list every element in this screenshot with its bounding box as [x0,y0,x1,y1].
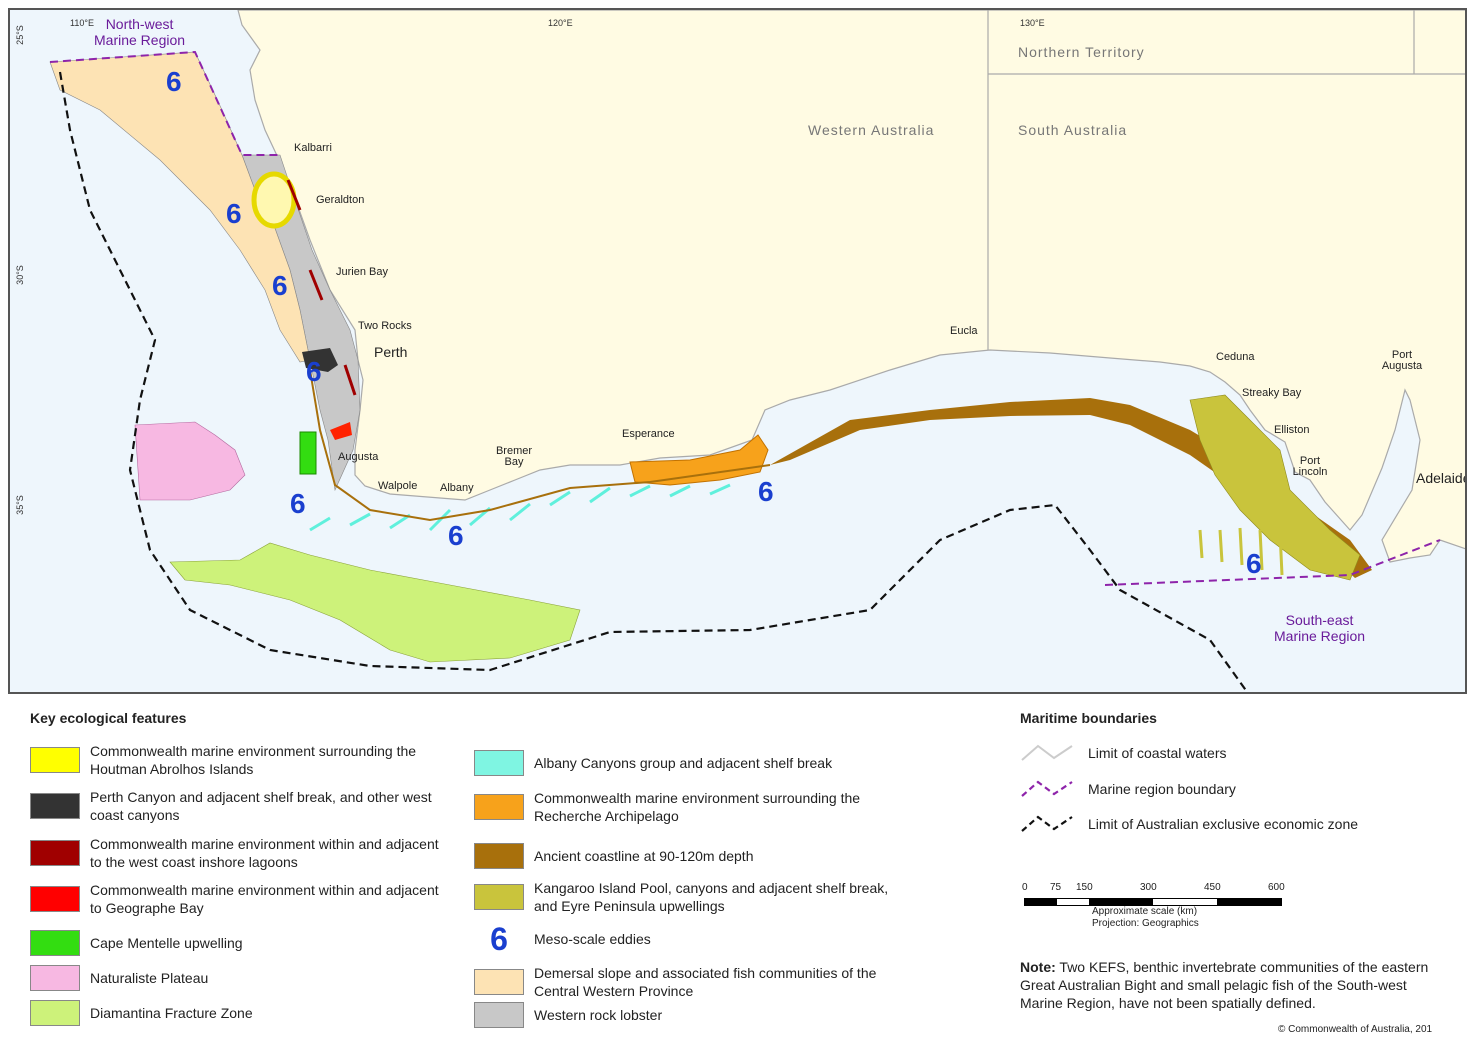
note: Note: Two KEFS, benthic invertebrate com… [1020,959,1429,1011]
place-label: Kalbarri [294,142,332,154]
map-canvas [49,10,1465,692]
map: 110°E 120°E 130°E 25°S 30°S 35°S Western… [8,8,1467,694]
legend-swatch [30,965,80,991]
nw-marine-region-label: North-west Marine Region [94,16,186,48]
state-label-wa: Western Australia [808,122,935,138]
legend-item: Albany Canyons group and adjacent shelf … [474,750,894,776]
legend-item: Limit of Australian exclusive economic z… [1020,813,1358,835]
legend-item: Marine region boundary [1020,778,1236,800]
legend-swatch [30,793,80,819]
albany-canyons-area [309,483,731,532]
kef-legend-title: Key ecological features [30,710,187,726]
ancient-coastline-west [309,369,771,522]
eddy-icon: 6 [272,270,288,301]
perth-canyon-area [302,348,338,372]
legend-item: Perth Canyon and adjacent shelf break, a… [30,788,450,824]
legend: Key ecological features Commonwealth mar… [8,694,1467,1044]
place-label: Esperance [622,428,675,440]
state-label-sa: South Australia [1018,122,1128,138]
place-label: Streaky Bay [1242,387,1302,399]
se-marine-region-label: South-east Marine Region [1274,612,1366,644]
cape-mentelle-area [299,431,317,475]
place-label: Walpole [378,480,418,492]
eddy-icon: 6 [166,66,182,97]
eddy-icon: 6 [448,520,464,551]
legend-swatch [474,750,524,776]
place-label: Albany [440,482,474,494]
legend-swatch [30,930,80,956]
legend-swatch [30,840,80,866]
eez-limit [58,71,1249,692]
inshore-lagoons-area [286,179,357,396]
kangaroo-island-pool-area [1189,394,1361,581]
legend-swatch [30,1000,80,1026]
scale-bar: 0 75 150 300 450 600 Approximate scale (… [1022,882,1285,929]
eddy-icon: 6 [226,198,242,229]
legend-item: Naturaliste Plateau [30,965,450,991]
legend-swatch [30,886,80,912]
eddy-icon: 6 [758,476,774,507]
legend-swatch [30,747,80,773]
region-boundary-line-icon [1021,780,1073,797]
place-label: Port Lincoln [1292,455,1328,478]
legend-item: Diamantina Fracture Zone [30,1000,450,1026]
eddy-icon: 6 [306,356,322,387]
eddy-icon: 6 [1246,548,1262,579]
eez-limit-line-icon [1021,815,1073,832]
eddy-icon: 6 [290,488,306,519]
mb-legend-title: Maritime boundaries [1020,710,1157,726]
place-label: Bremer Bay [495,445,533,468]
legend-item: Kangaroo Island Pool, canyons and adjace… [474,879,894,915]
grid-label-110e: 110°E [70,18,94,28]
copyright: © Commonwealth of Australia, 201 [1278,1024,1433,1035]
place-label: Two Rocks [358,320,412,332]
grid-label-30s: 30°S [14,265,25,285]
place-label: Augusta [338,451,379,463]
legend-swatch [474,884,524,910]
state-borders [987,10,1465,350]
legend-item: Commonwealth marine environment within a… [30,881,450,917]
legend-item: Cape Mentelle upwelling [30,930,450,956]
recherche-archipelago-area [629,434,769,486]
geographe-bay-area [330,422,352,440]
legend-swatch [474,969,524,995]
naturaliste-plateau-area [134,421,246,501]
place-label: Eucla [950,325,978,337]
place-label: Adelaide [1416,470,1467,486]
legend-item: Commonwealth marine environment surround… [474,789,894,825]
legend-item: Western rock lobster [474,1002,894,1028]
place-label: Ceduna [1216,351,1255,363]
place-label: Perth [374,344,408,360]
diamantina-fracture-zone [169,542,581,663]
eyre-upwelling-lines [1198,527,1284,576]
place-label: Elliston [1274,424,1310,436]
australia-land [237,10,1465,563]
legend-item: Limit of coastal waters [1020,742,1227,764]
grid-label-25s: 25°S [14,25,25,45]
grid-label-120e: 120°E [548,18,573,28]
legend-item: Demersal slope and associated fish commu… [474,964,894,1000]
coastal-limit-line-icon [1021,744,1073,761]
legend-item: Commonwealth marine environment within a… [30,835,450,871]
marine-region-boundary [49,50,1441,586]
legend-swatch [474,843,524,869]
legend-item: Commonwealth marine environment surround… [30,742,450,778]
place-label: Geraldton [316,194,365,206]
legend-item: Ancient coastline at 90-120m depth [474,843,894,869]
grid-label-35s: 35°S [14,495,25,515]
legend-swatch [474,1002,524,1028]
place-label: Port Augusta [1381,349,1423,372]
houtman-abrolhos-area [251,171,297,229]
place-label: Jurien Bay [336,266,388,278]
state-label-nt: Northern Territory [1018,44,1145,60]
eddy-icon: 6 [490,921,508,957]
grid-label-130e: 130°E [1020,18,1045,28]
legend-swatch [474,794,524,820]
